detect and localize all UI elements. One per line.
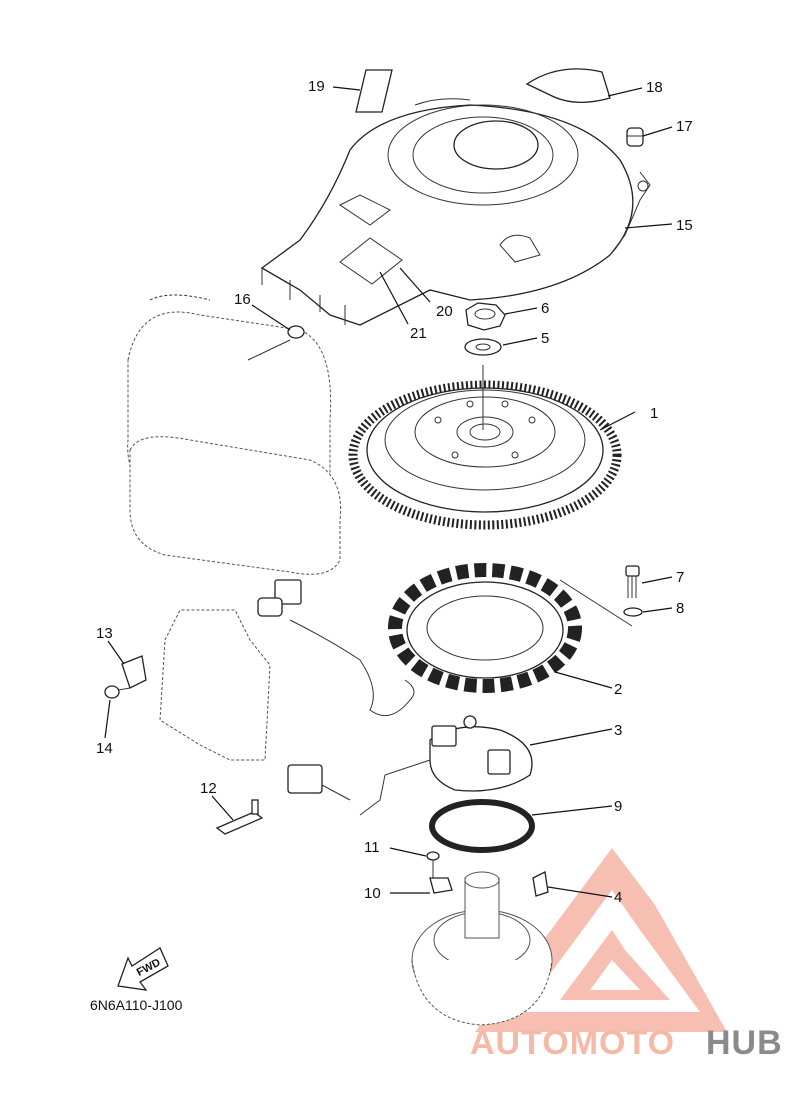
plate-12 — [215, 799, 264, 835]
callout-20: 20 — [436, 303, 453, 320]
engine-block-ghost — [159, 609, 271, 761]
washer-8 — [623, 607, 643, 617]
bolt-14 — [104, 685, 131, 699]
callout-17: 17 — [676, 118, 693, 135]
watermark-part2: HUB — [706, 1024, 783, 1062]
flywheel-cover — [260, 98, 651, 326]
grommet-16 — [247, 325, 305, 361]
callout-12: 12 — [200, 780, 217, 797]
crankcase-ghost — [411, 871, 553, 1026]
callout-14: 14 — [96, 740, 113, 757]
callout-3: 3 — [614, 722, 622, 739]
callout-8: 8 — [676, 600, 684, 617]
mount-housing — [127, 294, 342, 575]
callout-7: 7 — [676, 569, 684, 586]
leader-lines — [104, 86, 673, 898]
stator — [388, 563, 582, 693]
sticker-20-21 — [339, 237, 403, 285]
grommet-17 — [626, 127, 644, 147]
flywheel — [348, 380, 622, 530]
callout-1: 1 — [650, 405, 658, 422]
callout-4: 4 — [614, 889, 622, 906]
fwd-arrow-icon: FWD — [117, 947, 169, 991]
bracket-13 — [121, 655, 147, 689]
callout-6: 6 — [541, 300, 549, 317]
callout-19: 19 — [308, 78, 325, 95]
sticker-18 — [525, 68, 611, 103]
callout-16: 16 — [234, 291, 251, 308]
bolt-7 — [625, 565, 640, 598]
diagram-code: 6N6A110-J100 — [90, 997, 183, 1013]
callout-13: 13 — [96, 625, 113, 642]
bracket-10 — [429, 877, 453, 894]
stator-lead-wire — [257, 579, 415, 717]
callout-15: 15 — [676, 217, 693, 234]
ring-9 — [429, 799, 535, 853]
callout-10: 10 — [364, 885, 381, 902]
nut-6 — [465, 302, 506, 331]
callout-18: 18 — [646, 79, 663, 96]
watermark-text: AUTOMOTO HUB — [470, 1024, 783, 1062]
callout-11: 11 — [364, 839, 380, 856]
washer-5 — [464, 338, 502, 356]
pulser-coil — [287, 715, 533, 816]
sticker-19 — [355, 69, 393, 113]
woodruff-key-4 — [532, 871, 549, 897]
callout-2: 2 — [614, 681, 622, 698]
watermark-part1: AUTOMOTO — [470, 1024, 675, 1062]
screw-11 — [426, 851, 440, 878]
callout-labels: 1 2 3 4 5 6 7 8 9 10 11 12 13 14 15 16 1… — [96, 78, 693, 906]
callout-9: 9 — [614, 798, 622, 815]
callout-5: 5 — [541, 330, 549, 347]
callout-21: 21 — [410, 325, 427, 342]
